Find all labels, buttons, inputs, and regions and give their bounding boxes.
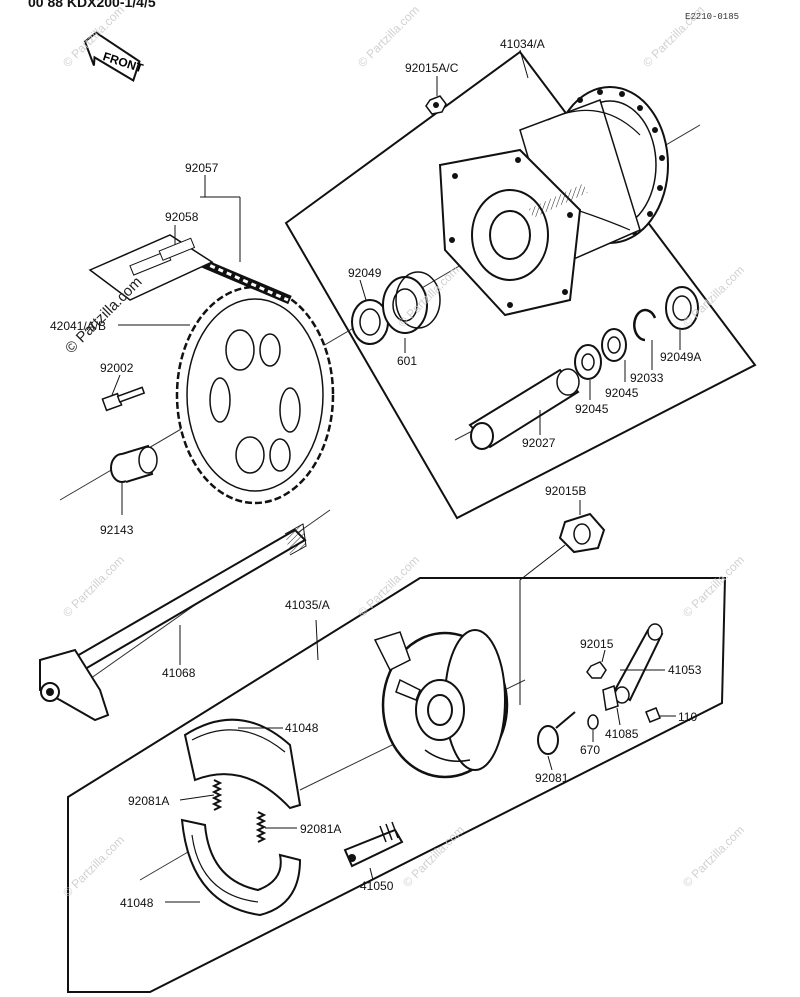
label-41085: 41085 — [605, 727, 639, 741]
label-92045-b: 92045 — [575, 402, 609, 416]
washer-670 — [587, 714, 599, 730]
diagram-reference-code: E2210-0185 — [685, 12, 740, 22]
label-92081: 92081 — [535, 771, 569, 785]
label-41035a: 41035/A — [285, 598, 330, 612]
collar-92143 — [110, 444, 158, 483]
return-spring-92081 — [537, 711, 576, 755]
bolt-92002 — [101, 386, 146, 412]
label-92027: 92027 — [522, 436, 556, 450]
circlip-92033 — [633, 308, 657, 342]
label-92049: 92049 — [348, 266, 382, 280]
label-92015b: 92015B — [545, 484, 587, 498]
label-92015: 92015 — [580, 637, 614, 651]
label-670: 670 — [580, 743, 601, 757]
label-92002: 92002 — [100, 361, 134, 375]
brake-panel — [373, 629, 509, 779]
page-header-fragment: 00 88 KDX200-1/4/5 — [28, 0, 156, 10]
label-92081a-left: 92081A — [128, 794, 170, 808]
label-41068: 41068 — [162, 666, 196, 680]
leader-lines — [111, 49, 681, 903]
wear-indicator-41085 — [602, 684, 619, 711]
axle-41068 — [39, 523, 307, 722]
bearing-92045-b — [574, 344, 602, 380]
brake-shoe-upper — [183, 718, 302, 810]
spacer-92027 — [468, 368, 580, 450]
nut-92015 — [586, 661, 607, 679]
label-41048-lower: 41048 — [120, 896, 154, 910]
label-92057: 92057 — [185, 161, 219, 175]
label-92045-a: 92045 — [605, 386, 639, 400]
brake-cam-41050 — [343, 821, 404, 868]
master-link — [88, 225, 214, 301]
label-92081a-right: 92081A — [300, 822, 342, 836]
label-92015ac: 92015A/C — [405, 61, 459, 75]
label-92058: 92058 — [165, 210, 199, 224]
sprocket — [175, 285, 335, 505]
brake-assembly-frame — [67, 577, 727, 993]
chain-section — [198, 175, 292, 305]
label-41050: 41050 — [360, 879, 394, 893]
brake-shoe-lower — [180, 818, 302, 917]
bolt-110 — [645, 707, 661, 723]
label-41048-upper: 41048 — [285, 721, 319, 735]
label-92143: 92143 — [100, 523, 134, 537]
label-41034a: 41034/A — [500, 37, 545, 51]
label-92033: 92033 — [630, 371, 664, 385]
spring-92081a-right — [255, 811, 267, 843]
bearing-92045-a — [601, 328, 627, 362]
brake-lever-41053 — [613, 623, 664, 704]
rear-hub — [438, 86, 669, 317]
label-601: 601 — [397, 354, 418, 368]
oil-seal-92049 — [351, 299, 389, 345]
label-41053: 41053 — [668, 663, 702, 677]
spring-92081a-left — [211, 779, 223, 811]
nut-92015b — [558, 512, 606, 554]
bearing-601 — [382, 271, 441, 334]
nut-92015ac — [425, 95, 447, 115]
oil-seal-92049a — [665, 286, 699, 330]
label-110: 110 — [678, 710, 698, 724]
label-42041ab: 42041/A/B — [50, 319, 107, 333]
label-92049a: 92049A — [660, 350, 702, 364]
